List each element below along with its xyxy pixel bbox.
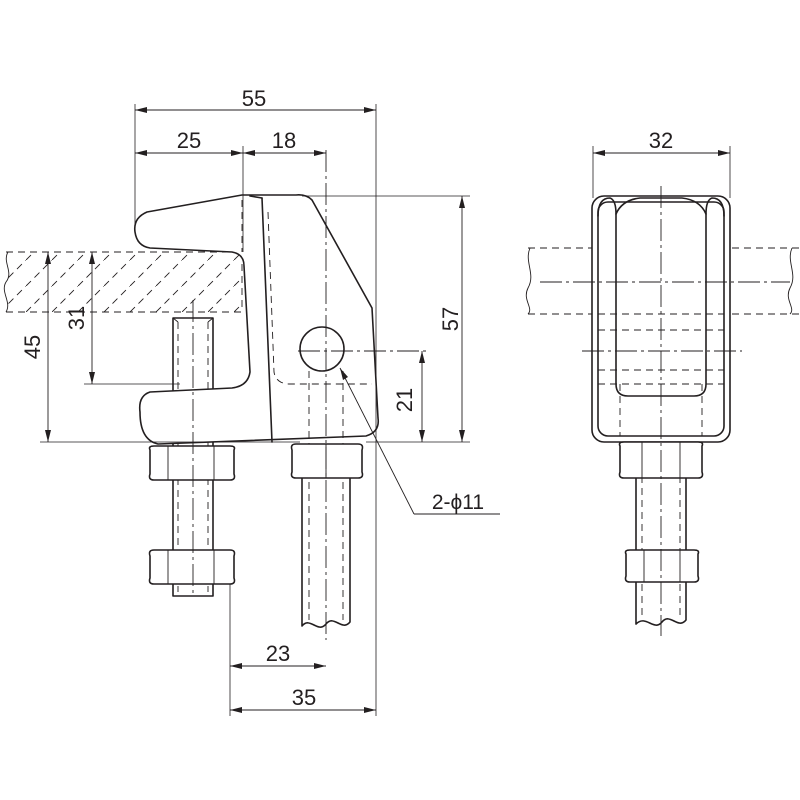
- dimension-32: 32: [592, 128, 731, 198]
- dim-hook-width: 25: [177, 128, 201, 153]
- dimension-45: 45: [20, 252, 300, 443]
- front-centerlines: [192, 150, 428, 640]
- dim-flange-height: 45: [20, 335, 45, 359]
- right-nut: [290, 443, 364, 479]
- dimension-31: 31: [64, 252, 180, 385]
- hole-callout: 2-ϕ11: [339, 367, 500, 515]
- dimension-23: 23: [229, 584, 326, 716]
- left-upper-nut: [148, 445, 236, 481]
- dim-jaw-height: 31: [64, 306, 89, 330]
- dimension-25: 25: [135, 128, 244, 252]
- dim-side-width: 32: [649, 128, 673, 153]
- dimension-57: 57: [302, 195, 470, 443]
- dim-overall-width: 55: [242, 86, 266, 111]
- dimension-35: 35: [230, 685, 376, 713]
- beam-flange: [3, 251, 243, 313]
- side-lower-nut: [624, 549, 700, 583]
- dim-overall-height: 57: [438, 307, 463, 331]
- dimension-21: 21: [392, 351, 425, 442]
- dim-base-width: 35: [292, 685, 316, 710]
- side-centerlines: [540, 186, 790, 636]
- side-view: 32: [525, 128, 800, 636]
- clamp-body: [133, 194, 380, 446]
- dim-hole-height: 21: [392, 388, 417, 412]
- dim-hole-offset: 18: [272, 128, 296, 153]
- left-lower-nut: [148, 549, 236, 585]
- front-view: 55 25 18 57 21: [3, 86, 500, 716]
- dimension-55: 55: [134, 86, 377, 716]
- dimension-18: 18: [243, 128, 326, 156]
- hole-callout-text: 2-ϕ11: [432, 491, 484, 514]
- dim-bolt-spacing: 23: [266, 641, 290, 666]
